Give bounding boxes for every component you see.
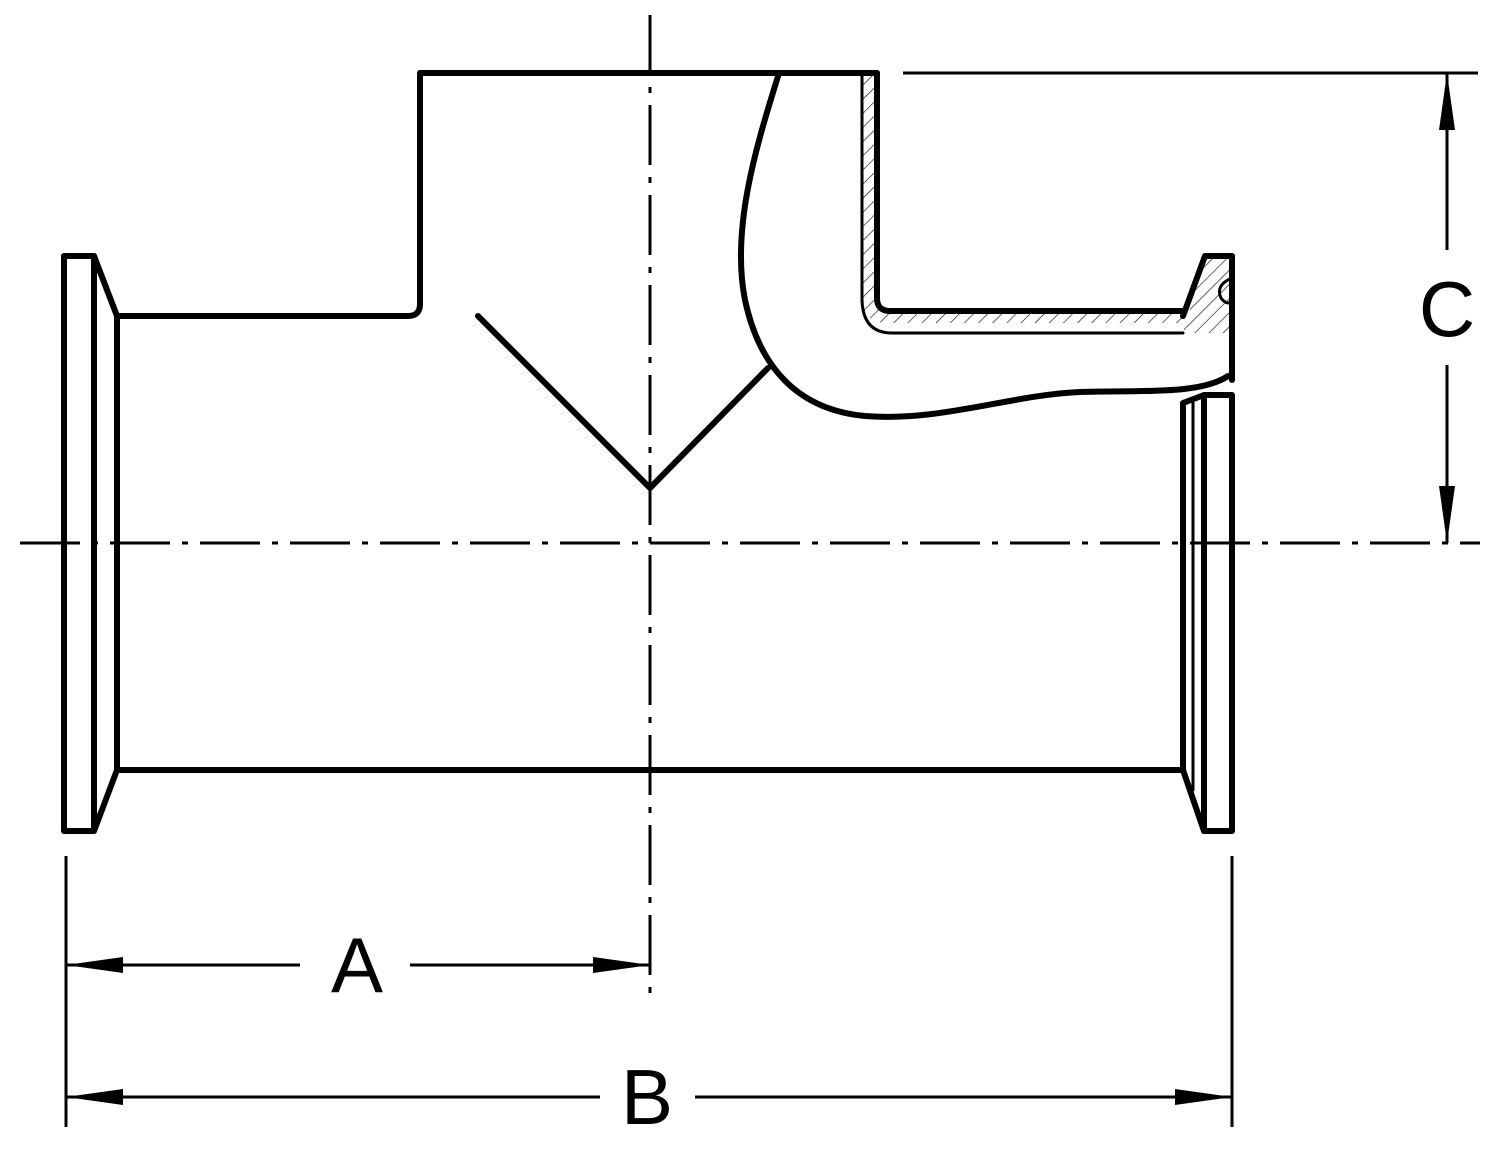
dim-b-label: B xyxy=(621,1053,673,1141)
dim-c-arrow-down xyxy=(1439,486,1455,543)
left-flange xyxy=(61,253,97,834)
dim-a-arrow-left xyxy=(66,957,123,973)
dim-b-arrow-right xyxy=(1175,1089,1232,1105)
branch-inner-wall xyxy=(860,71,1185,335)
right-flange xyxy=(1201,392,1235,834)
branch-outer-wall xyxy=(874,70,1186,314)
left-flange-taper xyxy=(91,253,120,834)
dim-c-arrow-up xyxy=(1439,73,1455,130)
run-top-edge-left xyxy=(114,70,423,319)
cutaway-break-line xyxy=(737,70,1231,420)
dim-a-arrow-right xyxy=(593,957,650,973)
dim-c-label: C xyxy=(1419,265,1475,353)
branch-intersection-v xyxy=(475,313,771,491)
right-flange-sectioned xyxy=(1180,253,1235,383)
dim-a-label: A xyxy=(331,921,383,1009)
hatched-wall-section xyxy=(862,73,1183,323)
right-flange-groove xyxy=(1217,276,1234,305)
right-flange-hatch xyxy=(1183,256,1232,333)
dim-b-arrow-left xyxy=(66,1089,123,1105)
